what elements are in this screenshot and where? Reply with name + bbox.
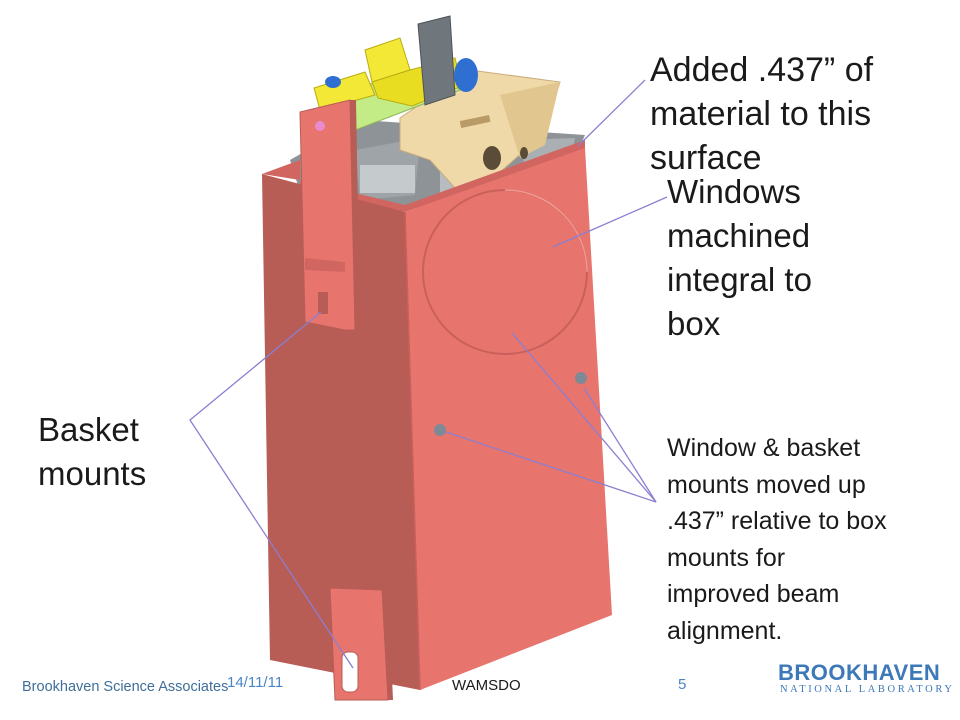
callout-line: alignment. (667, 616, 783, 645)
footer-conference: WAMSDO (452, 677, 521, 694)
callout-line: mounts for (667, 543, 786, 572)
callout-line: improved beam (667, 580, 840, 608)
footer-date: 14/11/11 (227, 674, 284, 691)
callout-basket-mounts: Basket mounts (38, 408, 198, 496)
callout-line: Window & basket (667, 434, 861, 462)
callout-line: .437” relative to box (667, 507, 887, 535)
brookhaven-logo: BROOKHAVEN NATIONAL LABORATORY (778, 660, 952, 700)
slide-number: 5 (678, 676, 687, 693)
mount-hole-right (575, 372, 587, 384)
blue-knob-right (454, 58, 478, 92)
callout-windows-machined: Windows machined integral to box (667, 170, 867, 346)
blue-knob-left (325, 76, 341, 88)
logo-sub-text: NATIONAL LABORATORY (780, 684, 955, 695)
callout-mounts-moved: Window & basket mounts moved up .437” re… (667, 430, 957, 649)
callout-added-material: Added .437” of material to this surface (650, 48, 950, 180)
callout-line: integral to (667, 261, 812, 298)
callout-line: mounts moved up (667, 470, 866, 499)
callout-line: Windows (667, 173, 801, 210)
callout-line: machined (667, 217, 811, 254)
gray-plate (417, 15, 456, 106)
mount-hole-left (434, 424, 446, 436)
footer-association: Brookhaven Science Associates (22, 679, 229, 695)
callout-line: Basket (38, 411, 139, 448)
callout-line: box (667, 305, 721, 342)
upper-basket-bracket (299, 99, 360, 331)
lower-basket-bracket (329, 587, 393, 701)
logo-main-text: BROOKHAVEN (778, 660, 941, 685)
box-front-face (405, 148, 612, 690)
callout-line: Added .437” of (650, 51, 874, 89)
pointer-lines (189, 79, 668, 669)
callout-line: material to this (650, 95, 872, 133)
box-left-side (262, 174, 420, 690)
callout-line: surface (650, 139, 762, 177)
callout-line: mounts (38, 455, 147, 492)
